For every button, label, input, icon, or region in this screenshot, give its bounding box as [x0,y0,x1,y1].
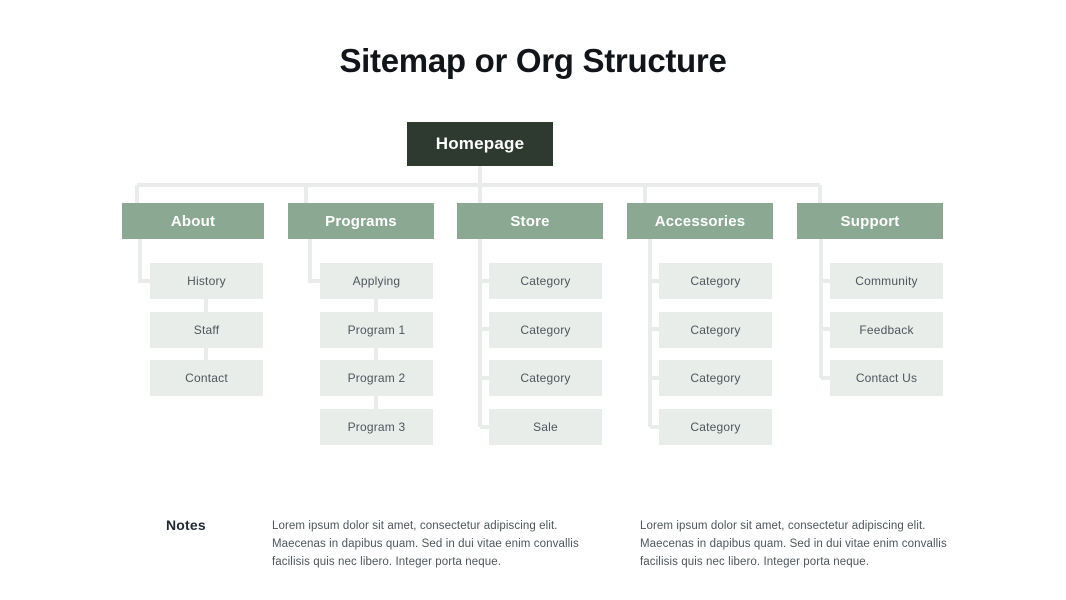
leaf-programs-applying[interactable]: Applying [320,263,433,299]
node-homepage-label: Homepage [435,134,525,153]
leaf-store-category-3[interactable]: Category [489,360,602,396]
leaf-label: Feedback [859,323,914,337]
leaf-label: Program 1 [347,323,406,337]
leaf-label: Contact Us [855,371,918,385]
leaf-label: Category [690,371,741,385]
node-programs[interactable]: Programs [288,203,434,239]
node-about-label: About [170,212,216,230]
page-title: Sitemap or Org Structure [339,42,727,79]
leaf-about-contact[interactable]: Contact [150,360,263,396]
leaf-label: Category [520,274,571,288]
leaf-support-community[interactable]: Community [830,263,943,299]
leaf-store-category-1[interactable]: Category [489,263,602,299]
leaf-label: Category [690,420,741,434]
leaf-label: Applying [352,274,401,288]
leaf-label: Category [520,323,571,337]
leaf-accessories-category-3[interactable]: Category [659,360,772,396]
node-homepage[interactable]: Homepage [407,122,553,166]
leaf-store-category-2[interactable]: Category [489,312,602,348]
leaf-label: Staff [193,323,220,337]
leaf-programs-program-2[interactable]: Program 2 [320,360,433,396]
leaf-accessories-category-2[interactable]: Category [659,312,772,348]
leaf-accessories-category-4[interactable]: Category [659,409,772,445]
leaf-label: Category [690,274,741,288]
leaf-label: Category [520,371,571,385]
leaf-about-staff[interactable]: Staff [150,312,263,348]
node-programs-label: Programs [325,212,397,230]
leaf-label: Sale [533,420,558,434]
leaf-accessories-category-1[interactable]: Category [659,263,772,299]
leaf-about-history[interactable]: History [150,263,263,299]
notes-label: Notes [166,517,206,533]
leaf-label: Contact [185,371,228,385]
notes-paragraph-2: Lorem ipsum dolor sit amet, consectetur … [640,520,947,568]
leaf-label: History [187,274,226,288]
leaf-programs-program-1[interactable]: Program 1 [320,312,433,348]
node-support[interactable]: Support [797,203,943,239]
leaf-label: Category [690,323,741,337]
node-accessories-label: Accessories [654,212,746,230]
leaf-label: Program 3 [347,420,406,434]
node-store-label: Store [510,212,550,230]
node-store[interactable]: Store [457,203,603,239]
node-about[interactable]: About [122,203,264,239]
notes-paragraph-1: Lorem ipsum dolor sit amet, consectetur … [272,520,579,568]
leaf-programs-program-3[interactable]: Program 3 [320,409,433,445]
node-support-label: Support [840,212,900,230]
node-accessories[interactable]: Accessories [627,203,773,239]
leaf-label: Program 2 [347,371,406,385]
leaf-label: Community [855,274,918,288]
leaf-store-sale[interactable]: Sale [489,409,602,445]
leaf-support-feedback[interactable]: Feedback [830,312,943,348]
leaf-support-contact-us[interactable]: Contact Us [830,360,943,396]
